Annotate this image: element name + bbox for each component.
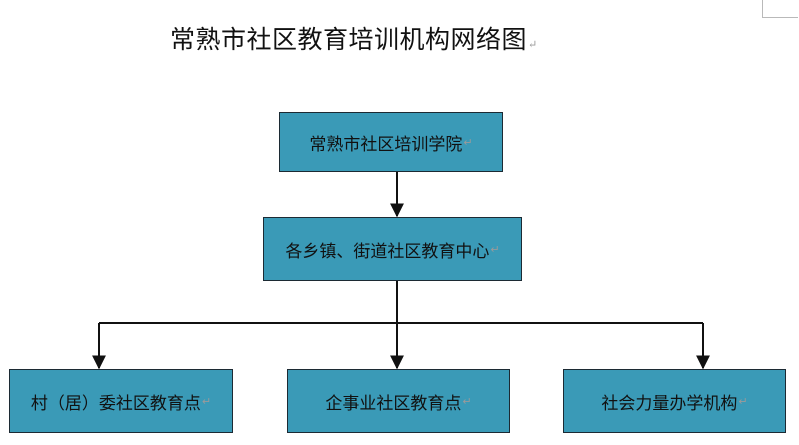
title-text: 常熟市社区教育培训机构网络图: [170, 25, 528, 54]
page-corner-mark: [762, 0, 798, 18]
node-social-education-institution: 社会力量办学机构↵: [563, 369, 786, 433]
paragraph-mark-icon: ↵: [462, 394, 472, 408]
node-label: 各乡镇、街道社区教育中心: [285, 241, 490, 262]
node-label: 企事业社区教育点: [325, 393, 462, 414]
node-village-committee-education-point: 村（居）委社区教育点↵: [9, 369, 233, 433]
diagram-title: 常熟市社区教育培训机构网络图↵: [170, 20, 538, 56]
node-community-training-college: 常熟市社区培训学院↵: [279, 112, 503, 172]
node-township-street-education-center: 各乡镇、街道社区教育中心↵: [263, 217, 522, 281]
node-label: 村（居）委社区教育点: [30, 393, 201, 414]
node-label: 常熟市社区培训学院: [309, 134, 463, 155]
node-enterprise-education-point: 企事业社区教育点↵: [287, 369, 510, 433]
paragraph-mark-icon: ↵: [528, 38, 538, 51]
paragraph-mark-icon: ↵: [490, 242, 500, 256]
paragraph-mark-icon: ↵: [463, 135, 473, 149]
paragraph-mark-icon: ↵: [201, 394, 212, 408]
paragraph-mark-icon: ↵: [738, 394, 748, 408]
node-label: 社会力量办学机构: [601, 393, 738, 414]
